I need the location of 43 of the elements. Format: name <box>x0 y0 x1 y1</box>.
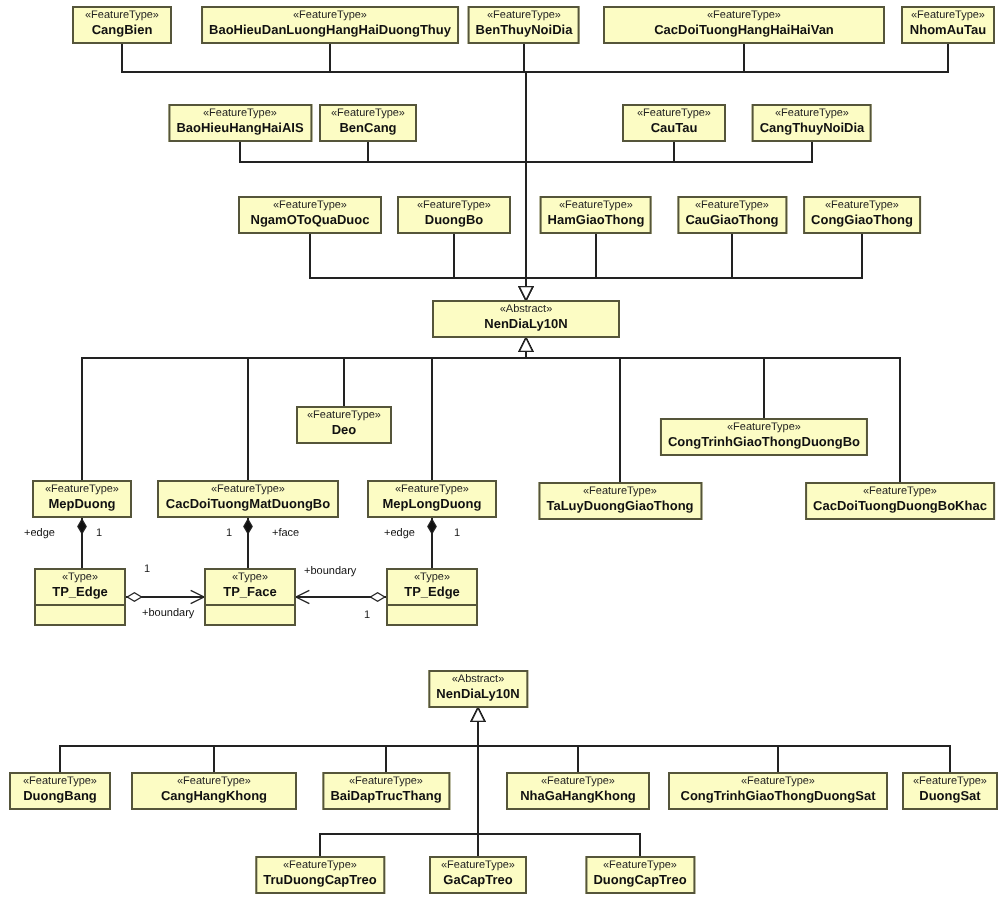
class-box <box>901 6 995 44</box>
class-box <box>157 480 339 518</box>
class-box <box>751 104 873 142</box>
generalization-arrow <box>518 233 863 301</box>
class-box <box>506 772 650 810</box>
class-box <box>296 406 392 444</box>
class-box <box>467 6 581 44</box>
class-box <box>677 196 787 234</box>
class-box <box>622 104 726 142</box>
class-box <box>428 670 528 708</box>
class-box <box>32 480 132 518</box>
class-box <box>204 568 296 626</box>
class-box <box>131 772 297 810</box>
class-box <box>319 104 417 142</box>
composition-line <box>243 517 253 569</box>
generalization-arrow <box>518 337 901 483</box>
class-box <box>429 856 527 894</box>
composition-line <box>77 517 87 569</box>
class-box <box>9 772 111 810</box>
generalization-arrow <box>125 589 205 605</box>
generalization-arrow <box>295 589 387 605</box>
class-box <box>386 568 478 626</box>
class-box <box>668 772 888 810</box>
class-box <box>255 856 385 894</box>
class-box <box>659 418 869 456</box>
class-box <box>803 196 921 234</box>
class-box <box>585 856 695 894</box>
class-box <box>539 196 653 234</box>
class-box <box>168 104 312 142</box>
class-box <box>322 772 450 810</box>
class-box <box>805 482 995 520</box>
class-box <box>432 300 620 338</box>
composition-line <box>427 517 437 569</box>
class-box <box>34 568 126 626</box>
class-box <box>238 196 382 234</box>
class-box <box>538 482 702 520</box>
class-box <box>72 6 172 44</box>
class-box <box>201 6 459 44</box>
class-box <box>902 772 998 810</box>
generalization-arrow <box>470 707 641 857</box>
class-box <box>397 196 511 234</box>
class-box <box>603 6 885 44</box>
class-box <box>367 480 497 518</box>
